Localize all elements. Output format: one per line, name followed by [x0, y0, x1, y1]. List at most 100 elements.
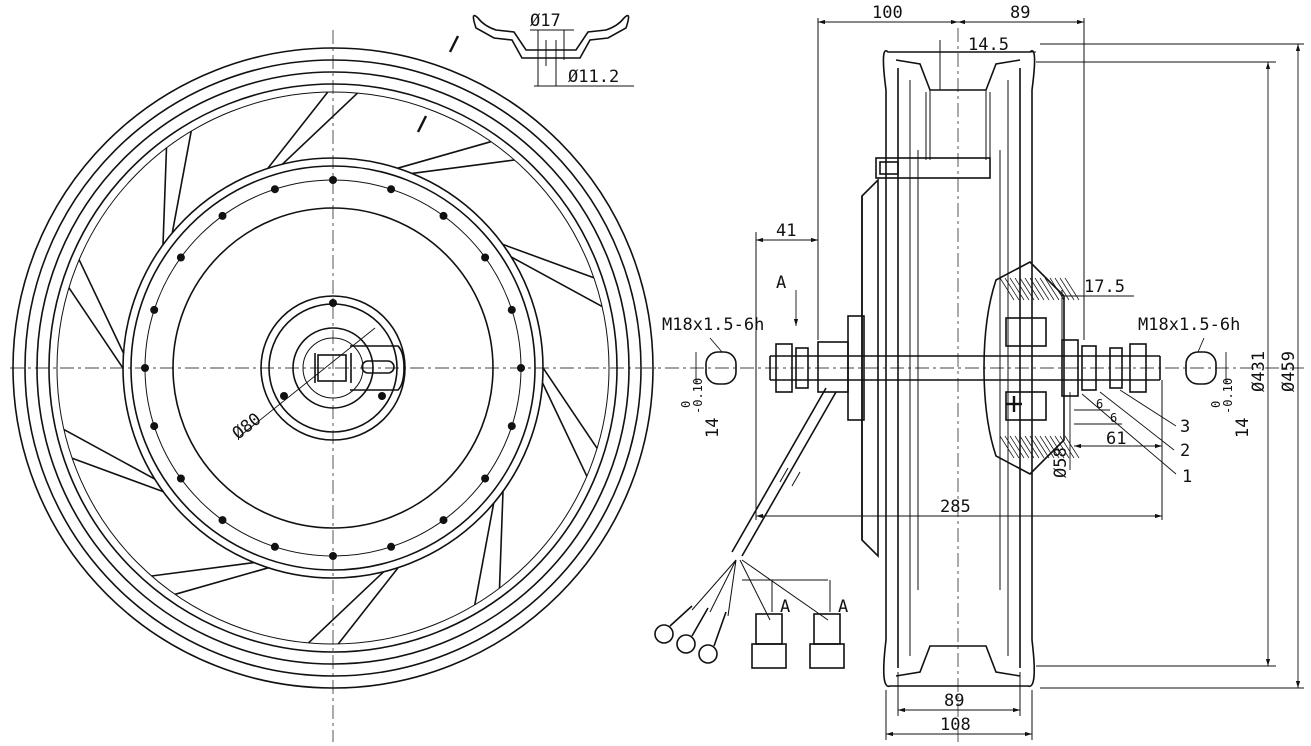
motor-cover-circle [172, 207, 494, 529]
callout-3-leader [1119, 389, 1177, 427]
hatch-line [1024, 277, 1040, 301]
spoke-edge [337, 567, 399, 645]
thread-right-leader [1197, 337, 1205, 353]
dim-41: 41 [776, 221, 796, 241]
hatch-line [1044, 435, 1060, 459]
dim-89-top: 89 [1010, 3, 1030, 23]
hub-section-right [983, 261, 1065, 475]
flat-left-main: 14 [703, 418, 723, 438]
connector-leader-lines [742, 579, 831, 612]
hub-bore-circle [292, 327, 374, 409]
valve-mark-inner [416, 115, 428, 133]
nut-right-outer [1129, 343, 1147, 393]
spoke-edge [71, 457, 164, 493]
dim-17-5: 17.5 [1084, 277, 1125, 297]
hatch-line [1024, 435, 1040, 459]
hub-diameter-label: Ø80 [229, 409, 266, 444]
spoke-nipple [879, 161, 899, 175]
thread-right-label: M18x1.5-6h [1138, 315, 1240, 335]
view-arrow-label: A [776, 273, 786, 293]
hatch-line [1019, 277, 1035, 301]
axle-end-left [705, 351, 737, 385]
flat-right-lower: -0.10 [1221, 378, 1235, 414]
nut-left-outer [775, 343, 793, 393]
rim-well-circle [56, 91, 610, 645]
flat-left-lower: -0.10 [691, 378, 705, 414]
cover-bolt [270, 185, 279, 194]
cover-bolt [481, 253, 490, 262]
hatch-line [999, 277, 1015, 301]
spoke-edge [397, 140, 492, 169]
cover-bolt [481, 474, 490, 483]
spoke-edge [171, 131, 192, 233]
hatch-line [1064, 435, 1080, 459]
connector-hall-2-body [809, 643, 845, 669]
connector-label-a2: A [838, 597, 848, 617]
spoke-edge [281, 92, 359, 165]
cover-bolt [150, 305, 159, 314]
torque-arm-slot [361, 360, 395, 374]
washer-right [1109, 347, 1123, 389]
connector-label-a1: A [780, 597, 790, 617]
thread-left-label: M18x1.5-6h [662, 315, 764, 335]
spoke-edge [542, 367, 598, 449]
cover-bolt [387, 542, 396, 551]
side-view: A A A 100 89 14.5 41 17.5 6 6 61 Ø58 [640, 3, 1305, 742]
callout-1-leader [1081, 393, 1177, 475]
axle-flat-lines [314, 353, 352, 383]
dim-431: Ø431 [1249, 351, 1269, 392]
tire-side-outline [882, 50, 1036, 687]
spoke-nipple-bar [875, 157, 991, 179]
cover-bolt [141, 364, 149, 372]
hatch-line [1044, 277, 1060, 301]
terminal-crimps [669, 605, 727, 647]
cable-sleeve [779, 467, 801, 487]
dim-61: 61 [1106, 429, 1126, 449]
callout-3: 3 [1180, 417, 1190, 437]
spoke-edge [541, 382, 588, 477]
cover-bolt [329, 552, 337, 560]
hatch-line [1014, 277, 1030, 301]
rim-section-top [895, 59, 1021, 91]
spoke-edge [411, 159, 515, 175]
dim-14-5: 14.5 [968, 35, 1009, 55]
axle-square [317, 354, 347, 382]
nut-right-inner [1081, 345, 1097, 391]
rim-outer-circle [36, 71, 630, 665]
spoke-edge [174, 567, 269, 596]
hatch-line [1029, 277, 1045, 301]
hub-outer-circle [260, 295, 406, 441]
rim-inner-circle [48, 83, 618, 653]
cover-bolt [387, 185, 396, 194]
hatch-line [1004, 435, 1020, 459]
cover-bolt [218, 211, 227, 220]
thread-left-leader [709, 337, 723, 353]
spoke-edge [510, 256, 603, 308]
cover-bolt [507, 305, 516, 314]
spoke-edge [267, 91, 329, 169]
terminal-ring-3 [698, 644, 718, 664]
cover-bolt [218, 516, 227, 525]
hatch-line [1054, 435, 1070, 459]
hatch-line [999, 435, 1015, 459]
connector-hall-1-body [751, 643, 787, 669]
rim-profile-section: Ø17 Ø11.2 [472, 11, 634, 87]
spoke-edge [502, 243, 595, 279]
flat-left-upper: 0 [679, 401, 693, 408]
dim-100: 100 [872, 3, 903, 23]
cover-bolt [439, 211, 448, 220]
cover-bolt [517, 364, 525, 372]
cover-bolt [507, 422, 516, 431]
cover-bolt [329, 176, 337, 184]
hatch-line [1059, 435, 1075, 459]
front-view: Ø80 [10, 30, 660, 742]
spoke-edge [151, 561, 255, 577]
bearing-lower [1005, 391, 1047, 421]
axle-end-right [1185, 351, 1217, 385]
spoke-edge [63, 428, 156, 480]
callout-2: 2 [1180, 441, 1190, 461]
hatch-line [1034, 435, 1050, 459]
hub-bolt-top [329, 299, 337, 307]
cover-bolt [439, 516, 448, 525]
